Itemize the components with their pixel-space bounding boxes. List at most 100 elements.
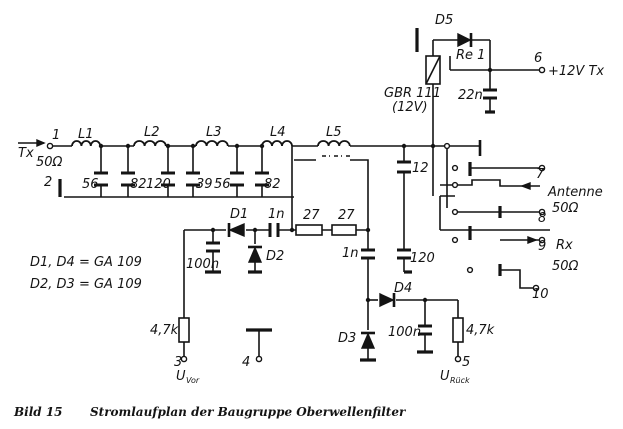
label-L1: L1 (78, 127, 94, 142)
coupling-coil (312, 155, 350, 161)
label-terminal-9: 9 (538, 239, 546, 254)
capacitor-56a (94, 171, 108, 187)
label-antenna-impedance: 50Ω (552, 201, 579, 216)
terminal-3 (180, 355, 188, 363)
label-c12: 12 (412, 161, 429, 176)
terminal-circles (46, 66, 546, 363)
label-L3: L3 (206, 125, 222, 140)
label-rx: Rx (556, 238, 573, 253)
capacitor-39 (186, 171, 200, 187)
capacitor-1n-b (361, 248, 375, 260)
capacitor-22n (483, 88, 497, 100)
label-D1: D1 (230, 207, 248, 222)
label-c39: 39 (196, 177, 213, 192)
label-terminal-4: 4 (242, 355, 250, 370)
caption-text: Stromlaufplan der Baugruppe Oberwellenfi… (90, 405, 407, 419)
label-c56b: 56 (214, 177, 231, 192)
label-c120a: 120 (146, 177, 171, 192)
diode-D1 (228, 222, 245, 238)
inductor-L5 (317, 140, 351, 147)
label-D3: D3 (338, 331, 356, 346)
label-c82b: 82 (264, 177, 281, 192)
capacitor-120a (161, 171, 175, 187)
capacitor-82a (121, 171, 135, 187)
capacitor-1n-a (268, 223, 280, 237)
terminal-10 (532, 284, 540, 292)
terminal-1 (46, 142, 54, 150)
label-u-vor: U (176, 369, 186, 384)
inductors (71, 140, 351, 161)
diode-D5 (457, 32, 472, 48)
terminal-6 (538, 66, 546, 74)
resistor-27a (295, 224, 323, 236)
capacitor-ladder (94, 88, 497, 336)
label-terminal-6: 6 (534, 51, 542, 66)
capacitor-12 (397, 160, 411, 174)
inductor-L3 (195, 140, 229, 147)
resistor-4k7b (452, 317, 464, 343)
label-tx: Tx (18, 146, 34, 161)
capacitor-100n-b (418, 324, 432, 336)
label-relay-type: GBR 111 (384, 86, 441, 101)
label-u-vor-sub: Vor (186, 376, 200, 385)
terminal-8 (538, 208, 546, 216)
label-rx-impedance: 50Ω (552, 259, 579, 274)
capacitor-100n-a (206, 241, 220, 253)
label-terminal-5: 5 (462, 355, 470, 370)
diodes (227, 32, 473, 349)
diode-D4 (379, 292, 395, 308)
label-terminal-1: 1 (52, 128, 60, 143)
terminal-9 (538, 236, 546, 244)
label-terminal-7: 7 (536, 167, 545, 182)
terminal-4 (255, 355, 263, 363)
terminal-5 (454, 355, 462, 363)
capacitor-82b (255, 171, 269, 187)
label-terminal-10: 10 (532, 287, 549, 302)
label-c82a: 82 (130, 177, 147, 192)
note-diodes-2-3: D2, D3 = GA 109 (30, 277, 142, 292)
label-r4k7a: 4,7k (150, 323, 179, 338)
caption-number: Bild 15 (13, 405, 63, 419)
diode-D2 (247, 246, 263, 263)
label-relay: Re 1 (456, 48, 485, 63)
junctions (98, 67, 493, 303)
label-antenna: Antenne (547, 185, 603, 200)
label-r27a: 27 (303, 208, 320, 223)
label-terminal-8: 8 (538, 211, 546, 226)
label-relay-voltage: (12V) (392, 100, 428, 115)
capacitor-56b (230, 171, 244, 187)
capacitor-120b (397, 248, 411, 260)
note-diodes-1-4: D1, D4 = GA 109 (30, 255, 142, 270)
label-D4: D4 (394, 281, 412, 296)
label-L5: L5 (326, 125, 342, 140)
label-tx-impedance: 50Ω (36, 155, 63, 170)
label-u-rueck-sub: Rück (450, 376, 470, 385)
label-u-rueck: U (440, 369, 450, 384)
resistor-4k7a (178, 317, 190, 343)
label-c120b: 120 (410, 251, 435, 266)
inductor-L1 (71, 140, 102, 147)
label-L4: L4 (270, 125, 286, 140)
inductor-L2 (133, 140, 167, 147)
label-c1n-b: 1n (342, 246, 359, 261)
terminal-7 (538, 164, 546, 172)
resistor-27b (331, 224, 357, 236)
ground-plates (58, 28, 502, 362)
label-L2: L2 (144, 125, 160, 140)
labels: Tx 50Ω 1 2 L1 L2 L3 L4 L5 56 82 120 39 5… (13, 13, 604, 419)
label-D5: D5 (435, 13, 453, 28)
label-c100n-a: 100n (186, 257, 219, 272)
diode-D3 (360, 332, 376, 349)
label-c56a: 56 (82, 177, 99, 192)
label-D2: D2 (266, 249, 284, 264)
label-c22n: 22n (458, 88, 483, 103)
label-c1n-a: 1n (268, 207, 285, 222)
label-supply: +12V Tx (548, 64, 604, 79)
resistors (178, 55, 464, 343)
label-c100n-b: 100n (388, 325, 421, 340)
label-terminal-3: 3 (174, 355, 182, 370)
label-terminal-2: 2 (44, 175, 52, 190)
label-r27b: 27 (338, 208, 355, 223)
